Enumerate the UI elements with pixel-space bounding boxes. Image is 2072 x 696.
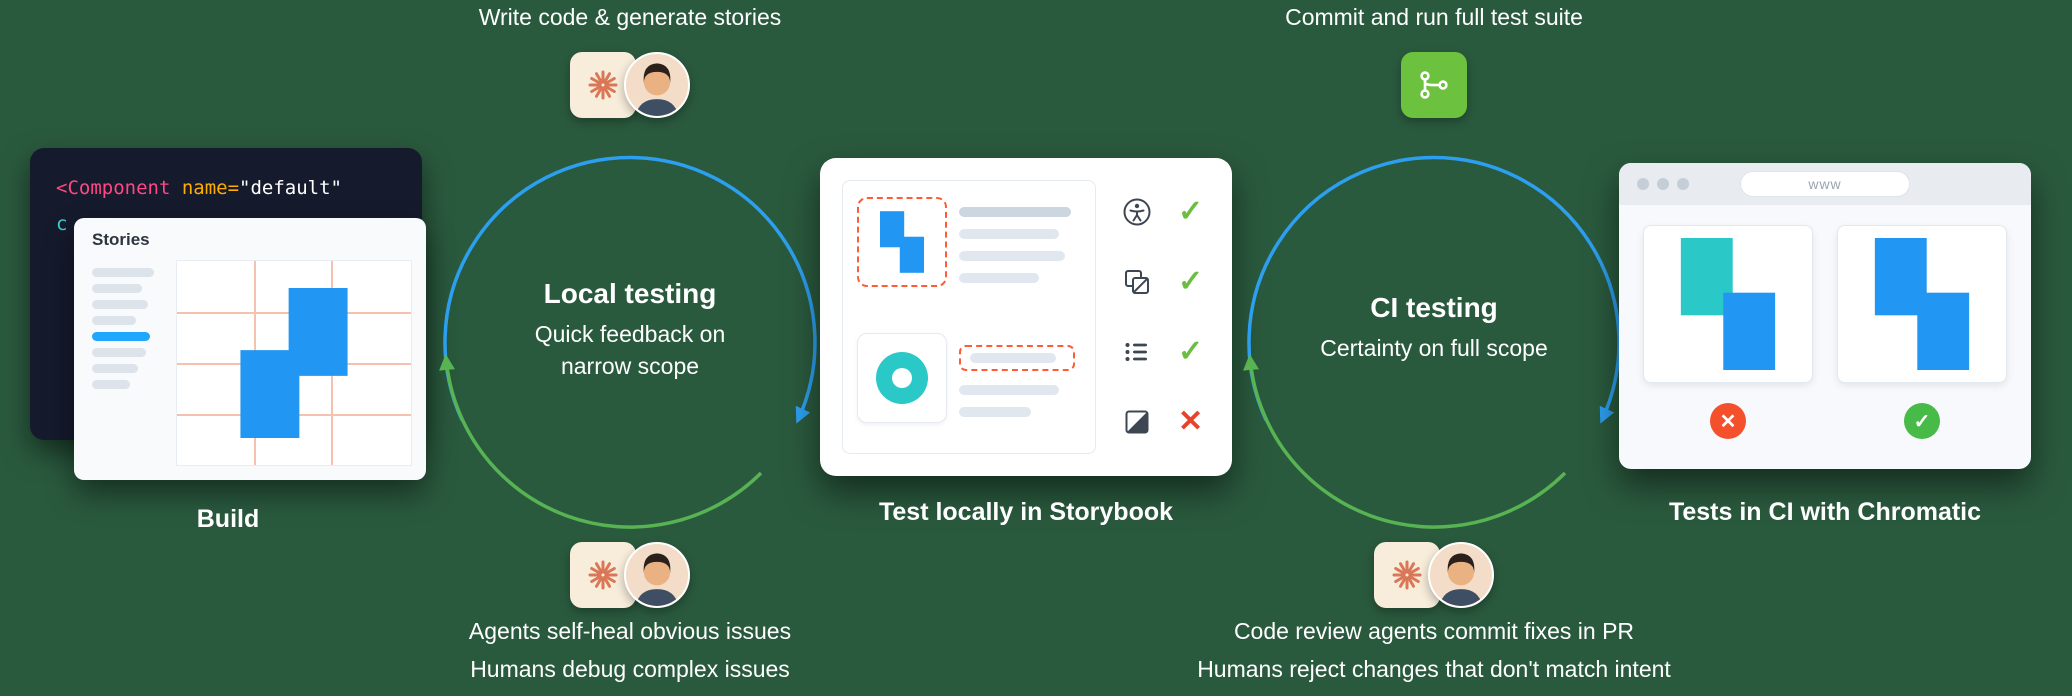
changed-text-highlight (959, 345, 1075, 371)
browser-toolbar: www (1619, 163, 2031, 205)
snapshot-card-baseline (1837, 225, 2007, 383)
skeleton-line (959, 207, 1071, 217)
accessibility-icon (1123, 198, 1151, 226)
skeleton-line (959, 229, 1059, 239)
traffic-light-dot (1637, 178, 1649, 190)
build-label: Build (196, 505, 260, 533)
skeleton-line (959, 251, 1065, 261)
snapshot-card-changed (1643, 225, 1813, 383)
developer-avatar (1428, 542, 1494, 608)
traffic-light-dot (1677, 178, 1689, 190)
story-list-check-row: ✓ (1122, 336, 1203, 368)
local-cycle-arcs (439, 155, 817, 529)
skeleton-line (959, 407, 1031, 417)
story-list-icon (1125, 343, 1147, 361)
skeleton-line (959, 273, 1039, 283)
address-bar: www (1740, 171, 1910, 197)
pass-check-icon: ✓ (1178, 195, 1204, 228)
local-cycle-bottom-line2: Humans debug complex issues (470, 656, 790, 682)
git-commit-icon (1401, 52, 1467, 118)
skeleton-line (92, 268, 154, 277)
cross-badge: ✕ (1710, 403, 1746, 439)
visual-test-icon (1125, 410, 1149, 434)
developer-avatar (624, 52, 690, 118)
skeleton-line (92, 364, 138, 373)
pass-check-icon: ✓ (1178, 335, 1204, 368)
feedback-arc-green (1243, 354, 1567, 529)
code-token-value: "default" (239, 177, 342, 199)
feedback-arc-green (439, 354, 763, 529)
stories-panel-title: Stories (92, 230, 150, 249)
component-shape (1874, 238, 1970, 370)
stories-panel-window: Stories (74, 218, 426, 480)
donut-component (876, 352, 928, 404)
chromatic-label: Tests in CI with Chromatic (1668, 498, 1982, 526)
ci-testing-subtitle: Certainty on full scope (1320, 335, 1548, 361)
skeleton-line (92, 380, 130, 389)
check-badge: ✓ (1904, 403, 1940, 439)
ci-cycle-bottom-line2: Humans reject changes that don't match i… (1197, 656, 1671, 682)
accessibility-check-row: ✓ (1122, 196, 1203, 228)
skeleton-line (92, 348, 146, 357)
code-token-fragment: c (56, 213, 68, 236)
pass-check-icon: ✓ (1178, 265, 1204, 298)
ci-cycle-top-label: Commit and run full test suite (1285, 4, 1583, 30)
story-preview-canvas (176, 260, 412, 466)
local-testing-subtitle: Quick feedback on narrow scope (534, 321, 726, 380)
interaction-check-row: ✓ (1122, 266, 1203, 298)
component-shape (880, 211, 924, 273)
traffic-light-dot (1657, 178, 1669, 190)
skeleton-line (92, 300, 148, 309)
commit-actor (1401, 52, 1467, 118)
code-token-tag: <Component (56, 177, 171, 199)
storybook-canvas (842, 180, 1096, 454)
changed-story-highlight (857, 197, 947, 287)
component-shape-changed (1680, 238, 1776, 370)
local-testing-title: Local testing (543, 278, 717, 309)
skeleton-line (92, 316, 136, 325)
story-card (857, 333, 947, 423)
storybook-test-window: ✓ ✓ ✓ ✕ (820, 158, 1232, 476)
ci-cycle-arcs (1243, 155, 1621, 529)
storybook-label: Test locally in Storybook (878, 498, 1174, 526)
write-code-actors (570, 52, 690, 118)
code-line-2: c (56, 206, 422, 242)
code-review-actors (1374, 542, 1494, 608)
forward-arc-blue (1247, 155, 1621, 424)
interaction-test-icon (1125, 270, 1149, 294)
ci-browser-window: www ✕ ✓ (1619, 163, 2031, 469)
code-line-1: <Component name="default" (56, 170, 422, 206)
skeleton-line (959, 385, 1059, 395)
skeleton-line (970, 353, 1056, 363)
fail-cross-icon: ✕ (1178, 405, 1204, 438)
component-shape (240, 288, 348, 438)
code-token-attr: name= (170, 177, 240, 199)
visual-test-check-row: ✕ (1122, 406, 1203, 438)
selected-story-indicator (92, 332, 150, 341)
developer-avatar (624, 542, 690, 608)
skeleton-line (92, 284, 142, 293)
local-cycle-top-label: Write code & generate stories (478, 4, 782, 30)
local-cycle-bottom-line1: Agents self-heal obvious issues (468, 618, 792, 644)
ci-testing-title: CI testing (1370, 292, 1498, 323)
forward-arc-blue (443, 155, 817, 424)
self-heal-actors (570, 542, 690, 608)
ci-cycle-bottom-line1: Code review agents commit fixes in PR (1233, 618, 1635, 644)
